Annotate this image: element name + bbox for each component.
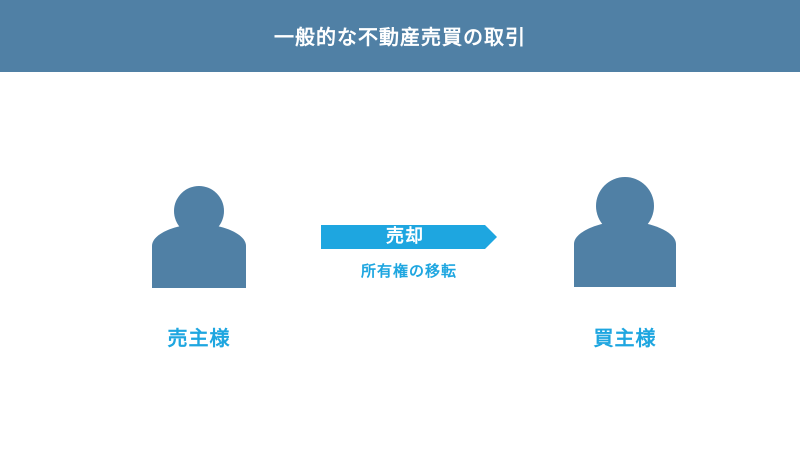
person-icon [152,186,246,288]
buyer-person-icon [574,177,676,287]
seller-label: 売主様 [167,326,231,350]
sale-label: 売却 [386,226,424,247]
right-arrow-icon [321,225,497,249]
ownership-transfer-label: 所有権の移転 [360,262,457,280]
seller-person-icon [152,186,246,288]
page-title: 一般的な不動産売買の取引 [274,24,526,49]
person-icon [574,177,676,287]
header-bar: 一般的な不動産売買の取引 [0,0,800,72]
buyer-label: 買主様 [593,326,657,350]
sale-arrow: 売却 [321,225,497,249]
